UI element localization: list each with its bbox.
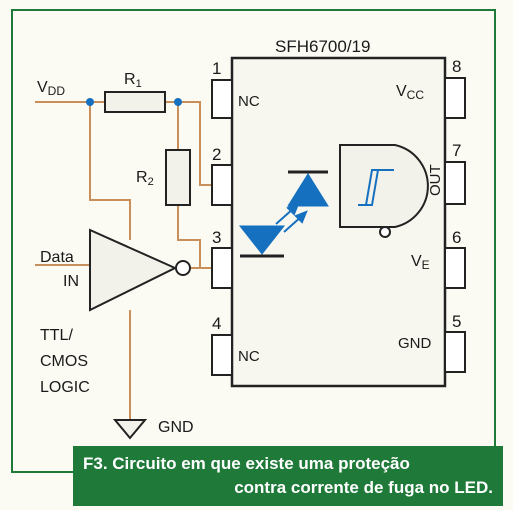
logic-buffer	[89, 228, 178, 312]
data-in-label: Data	[40, 249, 74, 266]
caption-line-2: contra corrente de fuga no LED.	[234, 478, 493, 497]
pin-label-8: VCC	[396, 83, 424, 102]
led-emitter	[238, 225, 286, 258]
pin-7	[444, 161, 466, 205]
vdd-label-sub: DD	[48, 84, 66, 98]
r1-label-main: R	[124, 71, 136, 88]
pin-label-4: NC	[238, 348, 260, 365]
pin-label-6-sub: E	[422, 258, 430, 272]
vdd-label-main: V	[37, 79, 48, 96]
gnd-label: GND	[158, 419, 194, 436]
logic-line-2: CMOS	[40, 353, 88, 370]
pin-number-1: 1	[212, 59, 221, 78]
logic-line-3: LOGIC	[40, 379, 90, 396]
pin-6	[444, 247, 466, 289]
vdd-label: VDD	[37, 79, 65, 98]
caption-line-1: F3. Circuito em que existe uma proteção	[83, 454, 410, 473]
pin-number-5: 5	[452, 312, 461, 331]
r2-label: R2	[136, 169, 154, 188]
logic-line-1: TTL/	[40, 327, 73, 344]
r2-label-main: R	[136, 169, 148, 186]
resistor-r2	[165, 149, 191, 206]
in-label: IN	[63, 273, 79, 290]
ground-symbol	[112, 419, 148, 440]
figure-caption: F3. Circuito em que existe uma proteção …	[73, 446, 503, 506]
wire-r1-right	[165, 101, 212, 186]
pin-label-8-sub: CC	[407, 88, 425, 102]
pin-number-3: 3	[212, 228, 221, 247]
pin-label-5: GND	[398, 335, 432, 352]
pin-4	[211, 334, 233, 376]
pin-5	[444, 331, 466, 373]
pin-label-1: NC	[238, 93, 260, 110]
pin-number-6: 6	[452, 228, 461, 247]
pin-3	[211, 247, 233, 289]
pin-number-7: 7	[452, 141, 461, 160]
junction-r1-r2	[174, 98, 182, 106]
pin-label-6: VE	[411, 253, 430, 272]
pin-number-2: 2	[212, 145, 221, 164]
wire-buffer-supply	[89, 102, 131, 240]
photodiode	[287, 170, 329, 207]
pin-label-6-main: V	[411, 253, 422, 270]
pin-number-4: 4	[212, 314, 221, 333]
pin-1	[211, 79, 233, 119]
junction-vdd	[86, 98, 94, 106]
pin-label-7: OUT	[427, 164, 444, 196]
r2-label-sub: 2	[148, 176, 154, 188]
resistor-r1	[104, 91, 166, 113]
r1-label: R1	[124, 71, 142, 90]
buffer-inversion-bubble	[175, 260, 191, 276]
hysteresis-icon	[358, 169, 394, 206]
pin-2	[211, 164, 233, 206]
wire-r2-bottom	[177, 205, 212, 269]
pin-label-8-main: V	[396, 83, 407, 100]
pin-number-8: 8	[452, 57, 461, 76]
schmitt-trigger-gate	[339, 144, 429, 228]
r1-label-sub: 1	[136, 78, 142, 90]
pin-8	[444, 77, 466, 119]
chip-part-number: SFH6700/19	[275, 37, 370, 56]
gate-output-bubble	[379, 226, 391, 238]
